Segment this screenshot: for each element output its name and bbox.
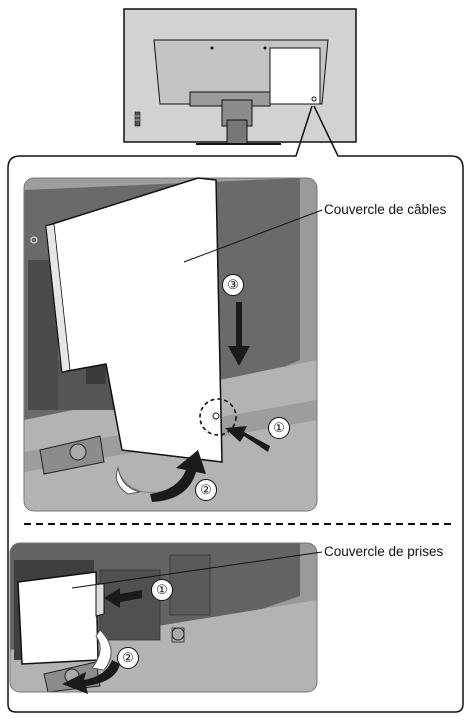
screw-hole-icon <box>213 413 219 419</box>
step-3-badge: ③ <box>222 274 244 296</box>
tv-cable-cover <box>270 48 320 104</box>
step-1-badge: ① <box>268 417 290 439</box>
terminal-cover-label: Couvercle de prises <box>324 544 443 559</box>
cable-cover-label: Couvercle de câbles <box>324 202 446 217</box>
step-1-badge-lower: ① <box>151 579 173 601</box>
tv-rear-overview <box>124 9 356 144</box>
step-2-badge-lower: ② <box>117 647 139 669</box>
step-2-badge: ② <box>195 479 217 501</box>
